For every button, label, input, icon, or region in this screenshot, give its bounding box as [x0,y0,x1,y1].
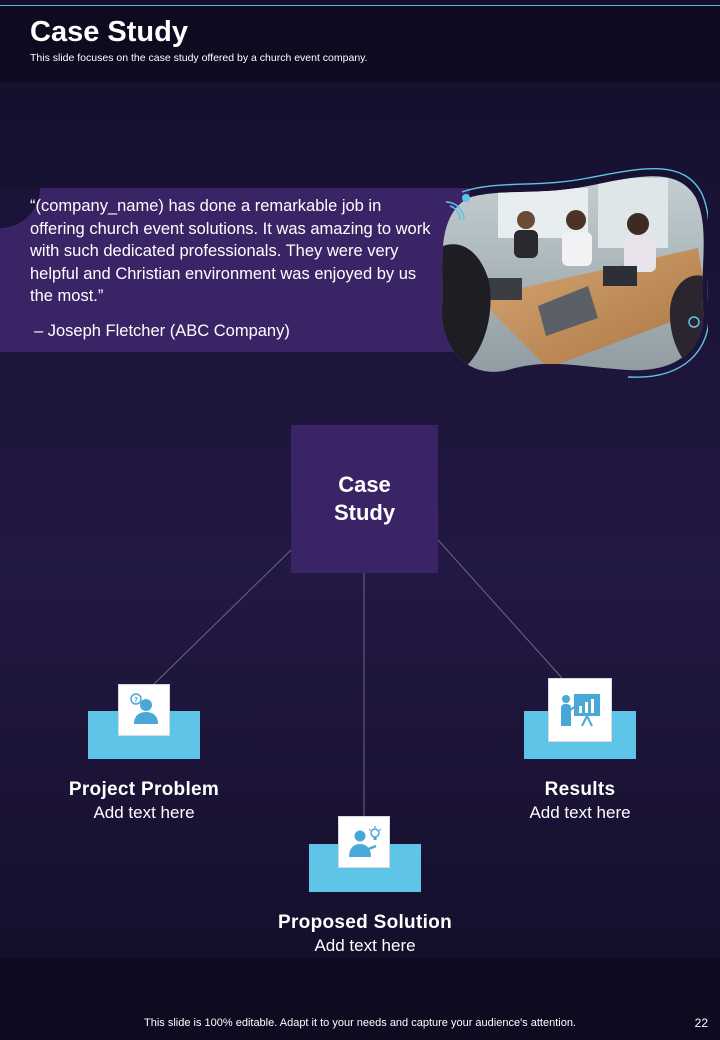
presentation-chart-icon [548,678,612,742]
header-band [0,6,720,82]
footer-band [0,958,720,1040]
meeting-photo [441,168,708,378]
top-accent-line [0,5,720,6]
project-problem-text: Add text here [93,803,195,822]
proposed-solution-title: Proposed Solution [278,912,452,933]
person-question-icon: ? [118,684,170,736]
center-box-label: Case Study [333,472,396,525]
testimonial-author: – Joseph Fletcher (ABC Company) [34,322,290,340]
proposed-solution-text: Add text here [314,936,416,955]
project-problem-title: Project Problem [68,779,220,800]
page-title: Case Study [30,16,188,48]
page-subtitle: This slide focuses on the case study off… [30,52,368,64]
footer-note: This slide is 100% editable. Adapt it to… [144,1017,576,1029]
results-text: Add text here [529,803,631,822]
page-number: 22 [694,1016,708,1030]
results-title: Results [544,779,616,800]
svg-text:?: ? [134,696,138,704]
case-study-center-box: Case Study [291,425,438,573]
person-idea-icon [338,816,390,868]
testimonial-quote: “(company_name) has done a remarkable jo… [30,197,431,305]
testimonial-band [0,188,470,352]
